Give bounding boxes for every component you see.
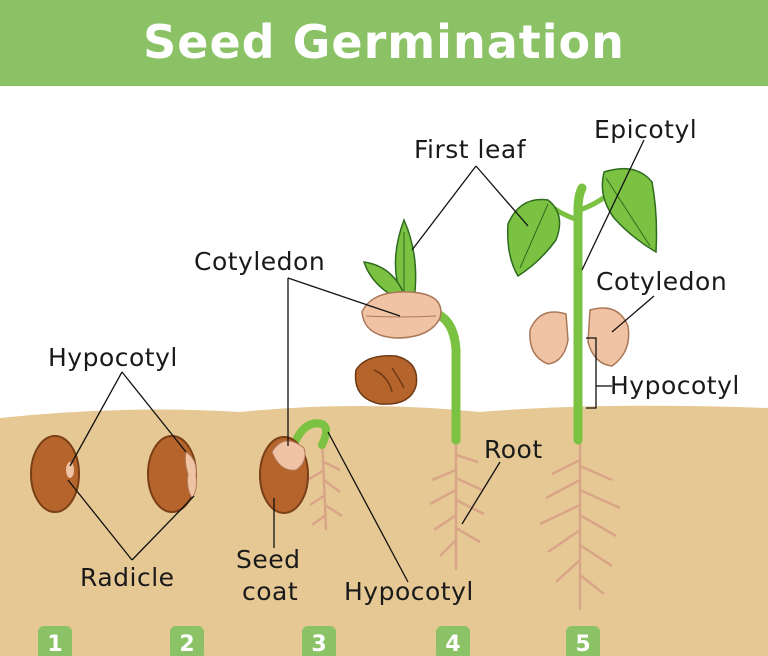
seed-coat-label-line2: coat [242,577,298,606]
seedling-stage-4 [354,218,485,570]
stage-badge-1: 1 [38,626,72,656]
seed-stage-2 [147,435,197,513]
stage-badge-5: 5 [566,626,600,656]
page-title: Seed Germination [143,15,625,69]
stage-number-5: 5 [575,632,590,656]
stage-number-3: 3 [311,632,326,656]
seedling-stage-3 [259,419,343,531]
hypocotyl-label-stage-5: Hypocotyl [610,371,740,400]
first-leaf-label: First leaf [414,135,527,164]
root-label: Root [484,435,543,464]
stage-badge-2: 2 [170,626,204,656]
epicotyl-label: Epicotyl [594,115,697,144]
seed-coat-label-line1: Seed [236,545,301,574]
title-banner: Seed Germination [0,0,768,86]
stage-badge-3: 3 [302,626,336,656]
stage-number-4: 4 [445,632,460,656]
stage-badge-4: 4 [436,626,470,656]
soil [0,405,768,656]
stage-number-1: 1 [47,632,62,656]
seed-stage-1 [30,435,80,513]
stage-number-2: 2 [179,632,194,656]
cotyledon-label-stage-3: Cotyledon [194,247,325,276]
hypocotyl-label-stage-1: Hypocotyl [48,343,178,372]
leader-lines [67,139,655,583]
seedling-stage-5 [506,167,658,610]
hypocotyl-label-stage-3: Hypocotyl [344,577,474,606]
cotyledon-label-stage-5: Cotyledon [596,267,727,296]
radicle-label: Radicle [80,563,175,592]
